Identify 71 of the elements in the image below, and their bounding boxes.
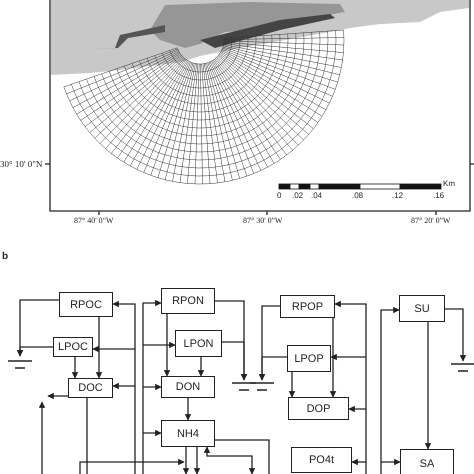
scale-label: .02 bbox=[292, 191, 304, 200]
ground-symbol bbox=[451, 361, 474, 373]
arrow bbox=[143, 430, 162, 436]
arrow bbox=[143, 342, 176, 348]
arrow bbox=[96, 317, 102, 379]
process-box bbox=[291, 447, 352, 473]
arrow bbox=[204, 446, 256, 474]
process-box bbox=[280, 295, 335, 318]
process-box bbox=[161, 420, 215, 447]
arrow bbox=[334, 300, 367, 474]
arrow bbox=[198, 357, 204, 377]
arrow bbox=[112, 382, 135, 390]
process-box bbox=[53, 337, 93, 357]
arrow bbox=[112, 300, 136, 474]
coordinate-label: 87° 40' 0"W bbox=[74, 216, 114, 225]
connector-line bbox=[86, 398, 88, 474]
coordinate-label: 87° 30' 0"W bbox=[243, 216, 282, 225]
box-label: RPOC bbox=[70, 298, 102, 310]
arrow bbox=[381, 458, 401, 466]
arrow bbox=[351, 458, 366, 466]
arrow bbox=[47, 392, 68, 400]
process-box bbox=[161, 288, 215, 314]
scale-label: .12 bbox=[392, 191, 404, 200]
process-box bbox=[399, 295, 445, 322]
process-box bbox=[400, 449, 454, 474]
scale-label: .16 bbox=[433, 191, 444, 200]
coordinate-label: 87° 20' 0"W bbox=[411, 216, 450, 225]
box-label: DOP bbox=[306, 402, 330, 414]
process-box bbox=[161, 376, 215, 398]
arrow bbox=[143, 384, 162, 390]
scale-label: .08 bbox=[352, 191, 364, 200]
arrow bbox=[380, 306, 400, 474]
box-label: LPOC bbox=[58, 341, 88, 353]
box-label: RPOP bbox=[292, 300, 324, 312]
scale-label: .04 bbox=[311, 191, 322, 200]
arrow bbox=[348, 406, 366, 412]
arrow bbox=[72, 357, 78, 379]
process-box bbox=[288, 397, 349, 420]
arrow bbox=[92, 346, 135, 352]
arrow bbox=[258, 356, 287, 381]
arrow bbox=[330, 318, 336, 398]
arrow bbox=[142, 300, 162, 474]
scale-label: 0 bbox=[277, 191, 282, 200]
panel-label: b bbox=[2, 251, 8, 262]
box-label: DON bbox=[176, 381, 200, 393]
arrow bbox=[445, 308, 466, 362]
unit-label: Km bbox=[443, 179, 455, 188]
process-box bbox=[175, 330, 222, 357]
process-box bbox=[287, 345, 331, 372]
box-label: DOC bbox=[78, 382, 103, 394]
arrow bbox=[288, 372, 296, 398]
arrow bbox=[182, 447, 190, 474]
ground-symbol bbox=[250, 380, 274, 392]
arrow bbox=[424, 322, 432, 450]
arrow bbox=[222, 341, 248, 381]
process-box bbox=[59, 292, 113, 317]
process-box bbox=[68, 378, 113, 398]
box-label: NH4 bbox=[176, 428, 199, 440]
arrow bbox=[330, 354, 366, 360]
connector-line bbox=[215, 439, 270, 474]
box-label: SU bbox=[414, 302, 430, 314]
arrow bbox=[184, 398, 192, 421]
box-label: LPOP bbox=[294, 352, 324, 364]
box-label: PO4t bbox=[308, 454, 334, 466]
box-label: RPON bbox=[172, 295, 204, 307]
arrow bbox=[194, 447, 200, 474]
coordinate-label: 30° 10' 0"N bbox=[0, 159, 42, 169]
arrow bbox=[16, 346, 53, 357]
box-label: SA bbox=[420, 458, 434, 470]
box-label: LPON bbox=[184, 338, 214, 350]
arrow bbox=[164, 314, 170, 377]
